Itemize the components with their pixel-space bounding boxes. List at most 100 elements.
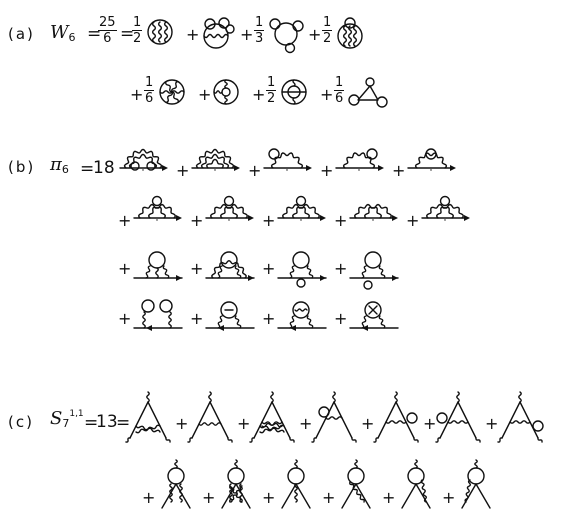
section-a-subscript: 6: [68, 31, 76, 44]
coefficient-denominator: 6: [335, 91, 344, 106]
plus-sign: +: [308, 25, 322, 44]
loop-with-inner-line-diagram: [205, 301, 255, 331]
plus-sign: +: [142, 488, 156, 507]
plus-sign: +: [130, 85, 144, 104]
arc-with-loop-left-diagram: [263, 148, 312, 171]
triple-nested-arcs-diagram: [191, 148, 240, 171]
coefficient-numerator: 1: [254, 15, 265, 31]
vertex-loop-arch-wavy-diagram: [205, 251, 255, 281]
coefficient-denominator: 2: [323, 31, 332, 46]
triangle-crossed-rungs-diagram: [249, 391, 295, 443]
loop-on-right-wavy-diagram: [401, 459, 431, 509]
plus-sign: +: [485, 414, 499, 433]
loop-on-left-wavy-diagram: [461, 459, 491, 509]
circle-star-wavy-spokes-diagram: [159, 79, 185, 105]
plus-sign: +: [240, 25, 254, 44]
triangle-single-rung-diagram: [187, 391, 233, 443]
coefficient-numerator: 1: [334, 75, 345, 91]
coefficient-denominator: 3: [255, 31, 264, 46]
vertex-loop-on-line-diagram: [277, 251, 327, 288]
plus-sign: +: [190, 211, 204, 230]
plus-sign: +: [186, 25, 200, 44]
equals-sign: =: [84, 413, 99, 433]
plus-sign: +: [252, 85, 266, 104]
triangle-side-loop-diagram: [311, 391, 357, 443]
section-c-count: 13: [96, 412, 118, 432]
circle-inner-circle-wavy-diagram: [281, 79, 307, 105]
section-b-subscript: 6: [61, 163, 69, 176]
coefficient-denominator: 2: [133, 31, 142, 46]
vertex-loop-three-wavy-diagram: [133, 251, 183, 281]
section-c-subscript: 7: [62, 417, 70, 430]
section-b-label: (b): [8, 158, 36, 176]
plus-sign: +: [118, 259, 132, 278]
triangle-left-loop-diagram: [435, 391, 481, 443]
circle-vertical-wavy-lines-diagram: [147, 19, 173, 45]
plus-sign: +: [334, 211, 348, 230]
two-loops-on-line-diagram: [133, 299, 183, 331]
loop-on-ladder-diagram: [161, 459, 191, 509]
arc-with-loop-middle-diagram: [407, 148, 456, 171]
equals-sign: =: [116, 413, 131, 433]
plus-sign: +: [334, 259, 348, 278]
coefficient-denominator: 2: [267, 91, 276, 106]
plus-sign: +: [118, 309, 132, 328]
crossed-arcs-loop-diagram: [205, 195, 254, 221]
plus-sign: +: [262, 211, 276, 230]
arc-with-loop-right-diagram: [335, 148, 384, 171]
section-c-superscript: 1,1: [69, 409, 84, 419]
plus-sign: +: [392, 161, 406, 180]
vertex-loop-dangling-bubble-diagram: [349, 251, 399, 290]
circle-wavy-arcs-top-loop-diagram: [337, 17, 363, 49]
plus-sign: +: [361, 414, 375, 433]
section-b-symbol: π6: [50, 154, 69, 176]
double-arc-loops-diagram: [277, 195, 326, 221]
equals-sign: =: [87, 24, 102, 44]
tangled-arcs-loop-diagram: [421, 195, 470, 221]
plus-sign: +: [322, 488, 336, 507]
circle-wavy-chord-with-loop-bubbles-diagram: [203, 17, 235, 49]
plus-sign: +: [176, 161, 190, 180]
coefficient-numerator: 1: [144, 75, 155, 91]
overlapping-arcs-diagram: [349, 203, 398, 221]
plus-sign: +: [382, 488, 396, 507]
section-c-label: (c): [8, 413, 34, 431]
circle-inner-loop-wavy-diagram: [213, 79, 239, 105]
plus-sign: +: [262, 309, 276, 328]
plus-sign: +: [190, 259, 204, 278]
nested-arcs-two-bubbles-diagram: [119, 148, 168, 171]
triangle-three-loops-diagram: [348, 77, 388, 108]
section-a-total-denominator: 6: [103, 31, 112, 46]
loop-with-crossed-line-diagram: [349, 301, 399, 331]
plus-sign: +: [190, 309, 204, 328]
coefficient-denominator: 6: [145, 91, 154, 106]
section-c-symbol: S71,1: [50, 408, 84, 430]
plus-sign: +: [442, 488, 456, 507]
plus-sign: +: [237, 414, 251, 433]
plus-sign: +: [406, 211, 420, 230]
plus-sign: +: [334, 309, 348, 328]
section-a-label: (a): [8, 25, 35, 43]
plus-sign: +: [118, 211, 132, 230]
crossed-arcs-bubble-top-diagram: [133, 195, 182, 221]
section-b-count: 18: [93, 158, 115, 178]
plus-sign: +: [320, 85, 334, 104]
circle-three-loop-bubbles-diagram: [269, 18, 304, 54]
equals-sign: =: [120, 24, 135, 44]
plus-sign: +: [299, 414, 313, 433]
plus-sign: +: [202, 488, 216, 507]
coefficient-numerator: 1: [266, 75, 277, 91]
loop-on-crossed-ladder-diagram: [221, 459, 251, 509]
loop-on-diagonal-wavy-diagram: [341, 459, 371, 509]
triangle-right-loop-diagram: [373, 391, 419, 443]
plus-sign: +: [423, 414, 437, 433]
section-a-symbol: W6: [50, 22, 76, 44]
triangle-open-loop-diagram: [497, 391, 544, 443]
plus-sign: +: [175, 414, 189, 433]
